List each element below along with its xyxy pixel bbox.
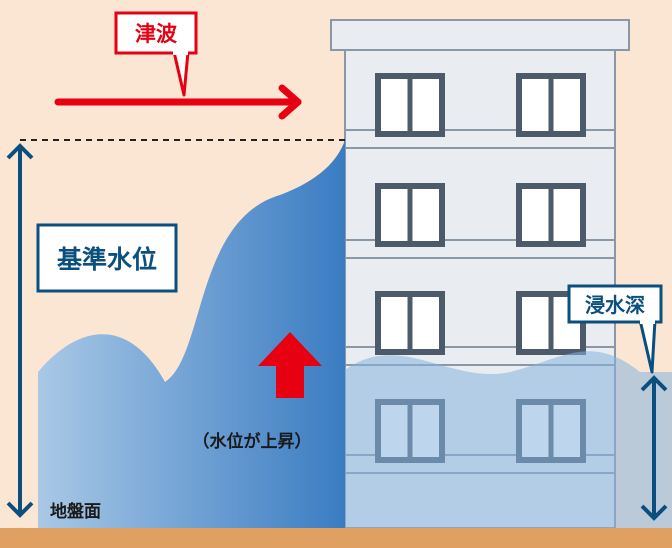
tsunami-wave: [38, 140, 345, 528]
reference-level-label-box: 基準水位: [36, 223, 178, 293]
water-level-rise-label: （水位が上昇）: [193, 431, 312, 452]
ground: [0, 528, 672, 548]
up-arrow-icon: [258, 332, 322, 398]
inundation-depth-callout: 浸水深: [567, 284, 663, 374]
floodwater-around-building: [345, 351, 672, 528]
tsunami-callout: 津波: [114, 11, 198, 97]
reference-level-label: 基準水位: [57, 245, 157, 274]
double-arrow-icon: [6, 143, 34, 518]
tsunami-label: 津波: [135, 22, 178, 46]
double-arrow-icon: [640, 375, 668, 521]
inundation-depth-label: 浸水深: [585, 293, 645, 317]
ground-surface-label: 地盤面: [50, 501, 101, 522]
right-arrow-icon: [54, 84, 302, 120]
